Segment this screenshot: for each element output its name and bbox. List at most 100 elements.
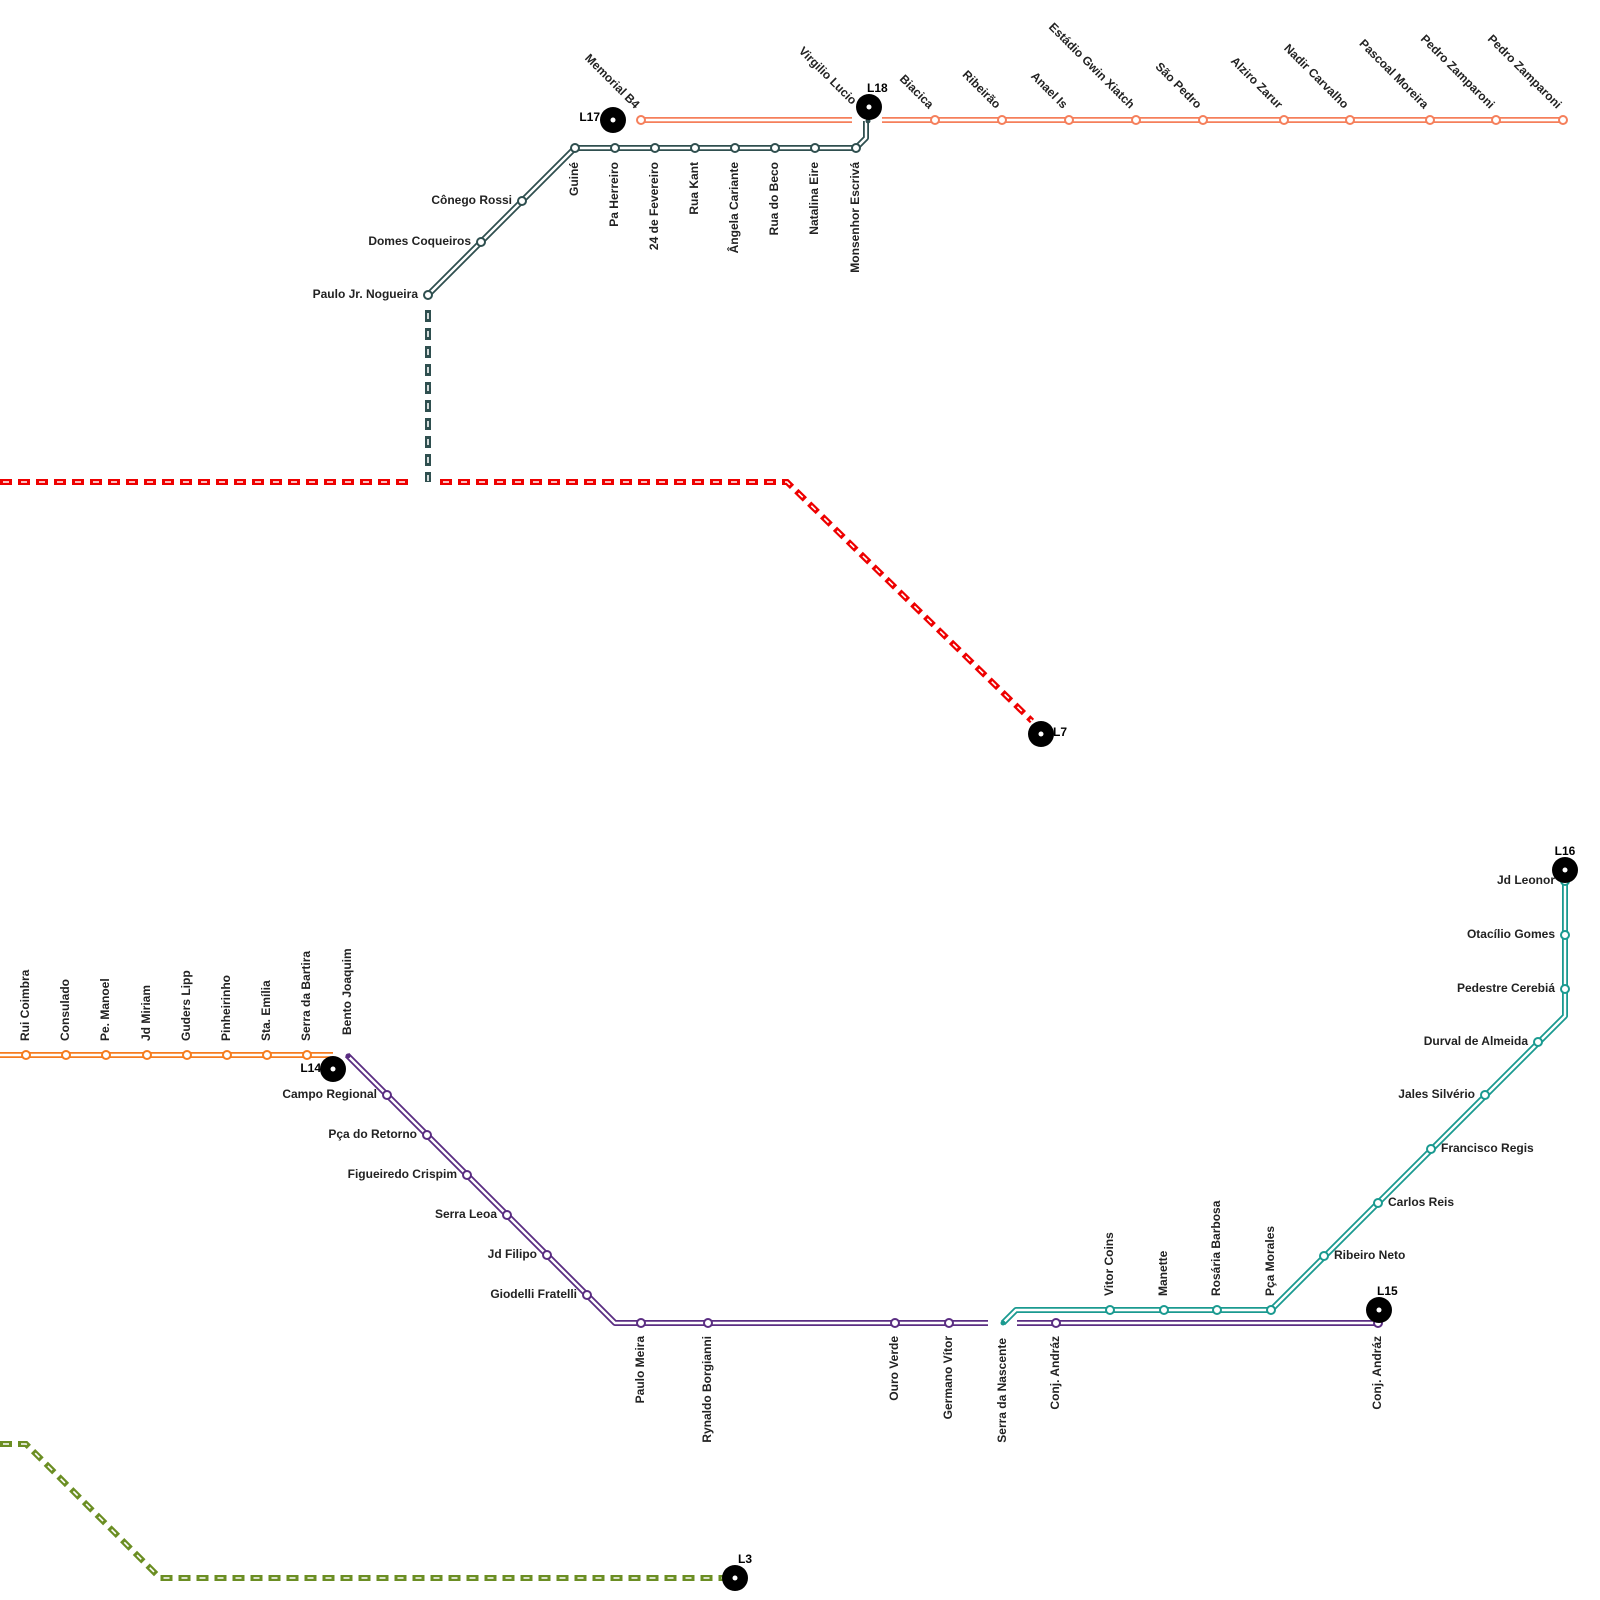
station-marker xyxy=(101,1050,111,1060)
terminal-l15-center xyxy=(1376,1307,1382,1313)
station-marker xyxy=(570,143,580,153)
station-label-conego-rossi: Cônego Rossi xyxy=(431,193,512,207)
station-label-jd-leonor: Jd Leonor xyxy=(1497,873,1555,887)
station-label-rua-kant: Rua Kant xyxy=(687,162,701,215)
station-marker xyxy=(1425,115,1435,125)
station-label-rui-coimbra: Rui Coimbra xyxy=(18,969,32,1041)
station-label-carlos-reis: Carlos Reis xyxy=(1388,1195,1454,1209)
station-marker xyxy=(422,1130,432,1140)
station-marker xyxy=(1064,115,1074,125)
station-label-manette: Manette xyxy=(1156,1250,1170,1296)
station-label-pca-morales: Pça Morales xyxy=(1263,1226,1277,1296)
station-marker xyxy=(1373,1198,1383,1208)
station-marker xyxy=(1345,115,1355,125)
station-label-serra-da-bartira: Serra da Bartira xyxy=(299,951,313,1041)
station-marker xyxy=(730,143,740,153)
l16-start-dot xyxy=(1000,1320,1006,1326)
station-label-pca-do-retorno: Pça do Retorno xyxy=(328,1127,417,1141)
station-marker xyxy=(462,1170,472,1180)
station-marker xyxy=(502,1210,512,1220)
station-marker xyxy=(61,1050,71,1060)
terminal-l17-center xyxy=(610,117,616,123)
station-label-jd-filipo: Jd Filipo xyxy=(488,1247,537,1261)
station-marker xyxy=(810,143,820,153)
station-marker xyxy=(1159,1305,1169,1315)
station-label-giodelli-fratelli: Giodelli Fratelli xyxy=(490,1287,577,1301)
station-label-jales-silverio: Jales Silvério xyxy=(1398,1087,1475,1101)
station-label-conj-andraz: Conj. Andráz xyxy=(1370,1336,1384,1410)
station-label-guine: Guiné xyxy=(567,162,581,196)
terminal-l7-center xyxy=(1038,731,1044,737)
station-label-rosaria-barbosa: Rosária Barbosa xyxy=(1209,1200,1223,1296)
station-marker xyxy=(542,1250,552,1260)
station-label-domes-coqueiros: Domes Coqueiros xyxy=(368,234,471,248)
station-label-otacilio-gomes: Otacílio Gomes xyxy=(1467,927,1555,941)
terminal-l7-label: L7 xyxy=(1053,725,1067,739)
terminal-l15-label: L15 xyxy=(1377,1284,1398,1298)
station-label-jd-miriam: Jd Miriam xyxy=(139,985,153,1041)
station-label-pascoal-moreira: Pascoal Moreira xyxy=(1357,36,1432,111)
station-marker xyxy=(1491,115,1501,125)
station-label-monsenhor-escriva: Monsenhor Escrivá xyxy=(848,162,862,273)
station-marker xyxy=(1319,1251,1329,1261)
station-marker xyxy=(1051,1318,1061,1328)
station-label-bento-joaquim: Bento Joaquim xyxy=(340,948,354,1035)
line-l7-east-dash xyxy=(440,479,1035,724)
station-marker xyxy=(703,1318,713,1328)
station-marker xyxy=(262,1050,272,1060)
station-marker xyxy=(1426,1144,1436,1154)
terminal-l18-label: L18 xyxy=(867,81,888,95)
station-marker xyxy=(851,143,861,153)
station-marker xyxy=(222,1050,232,1060)
terminal-l3-center xyxy=(732,1575,738,1581)
station-label-conj-andraz: Conj. Andráz xyxy=(1048,1336,1062,1410)
line-l3-dash xyxy=(0,1441,726,1581)
station-label-rua-do-beco: Rua do Beco xyxy=(767,162,781,235)
station-label-ribeirao: Ribeirão xyxy=(960,68,1004,112)
station-label-guders-lipp: Guders Lipp xyxy=(179,970,193,1041)
station-marker xyxy=(636,1318,646,1328)
station-marker xyxy=(582,1290,592,1300)
terminal-l17-label: L17 xyxy=(579,110,600,124)
station-label-durval-de-almeida: Durval de Almeida xyxy=(1424,1034,1529,1048)
station-marker xyxy=(476,237,486,247)
station-marker xyxy=(382,1090,392,1100)
station-label-consulado: Consulado xyxy=(58,979,72,1041)
station-label-pinheirinho: Pinheirinho xyxy=(219,975,233,1041)
station-label-biacica: Biacica xyxy=(897,72,937,112)
station-marker xyxy=(1533,1037,1543,1047)
station-label-natalina-eire: Natalina Eire xyxy=(807,162,821,235)
station-marker xyxy=(1560,930,1570,940)
terminal-l14-center xyxy=(330,1066,336,1072)
station-marker xyxy=(517,196,527,206)
station-marker xyxy=(690,143,700,153)
station-label-pa-herreiro: Pa Herreiro xyxy=(607,162,621,227)
terminal-l16-center xyxy=(1562,867,1568,873)
station-label-paulo-meira: Paulo Meira xyxy=(633,1336,647,1404)
station-label-sta-emilia: Sta. Emília xyxy=(259,980,273,1041)
station-label-pedestre-cerebia: Pedestre Cerebiá xyxy=(1457,981,1555,995)
station-marker xyxy=(636,115,646,125)
station-marker xyxy=(302,1050,312,1060)
station-marker xyxy=(1131,115,1141,125)
station-label-nadir-carvalho: Nadir Carvalho xyxy=(1281,41,1351,111)
station-marker xyxy=(890,1318,900,1328)
l15-start-dot xyxy=(345,1053,351,1059)
station-marker xyxy=(1105,1305,1115,1315)
station-marker xyxy=(1480,1090,1490,1100)
station-label-pe-manoel: Pe. Manoel xyxy=(98,978,112,1041)
station-marker xyxy=(1558,115,1568,125)
station-label-ribeiro-neto: Ribeiro Neto xyxy=(1334,1248,1405,1262)
station-marker xyxy=(1212,1305,1222,1315)
station-label-anael-is: Anael Is xyxy=(1028,69,1071,112)
station-marker xyxy=(930,115,940,125)
terminal-l14-label: L14 xyxy=(300,1061,321,1075)
terminal-l18-center xyxy=(866,104,872,110)
station-marker xyxy=(182,1050,192,1060)
terminal-l16-label: L16 xyxy=(1555,844,1576,858)
station-marker xyxy=(650,143,660,153)
station-label-rynaldo-borgianni: Rynaldo Borgianni xyxy=(700,1336,714,1443)
station-label-campo-regional: Campo Regional xyxy=(282,1087,377,1101)
